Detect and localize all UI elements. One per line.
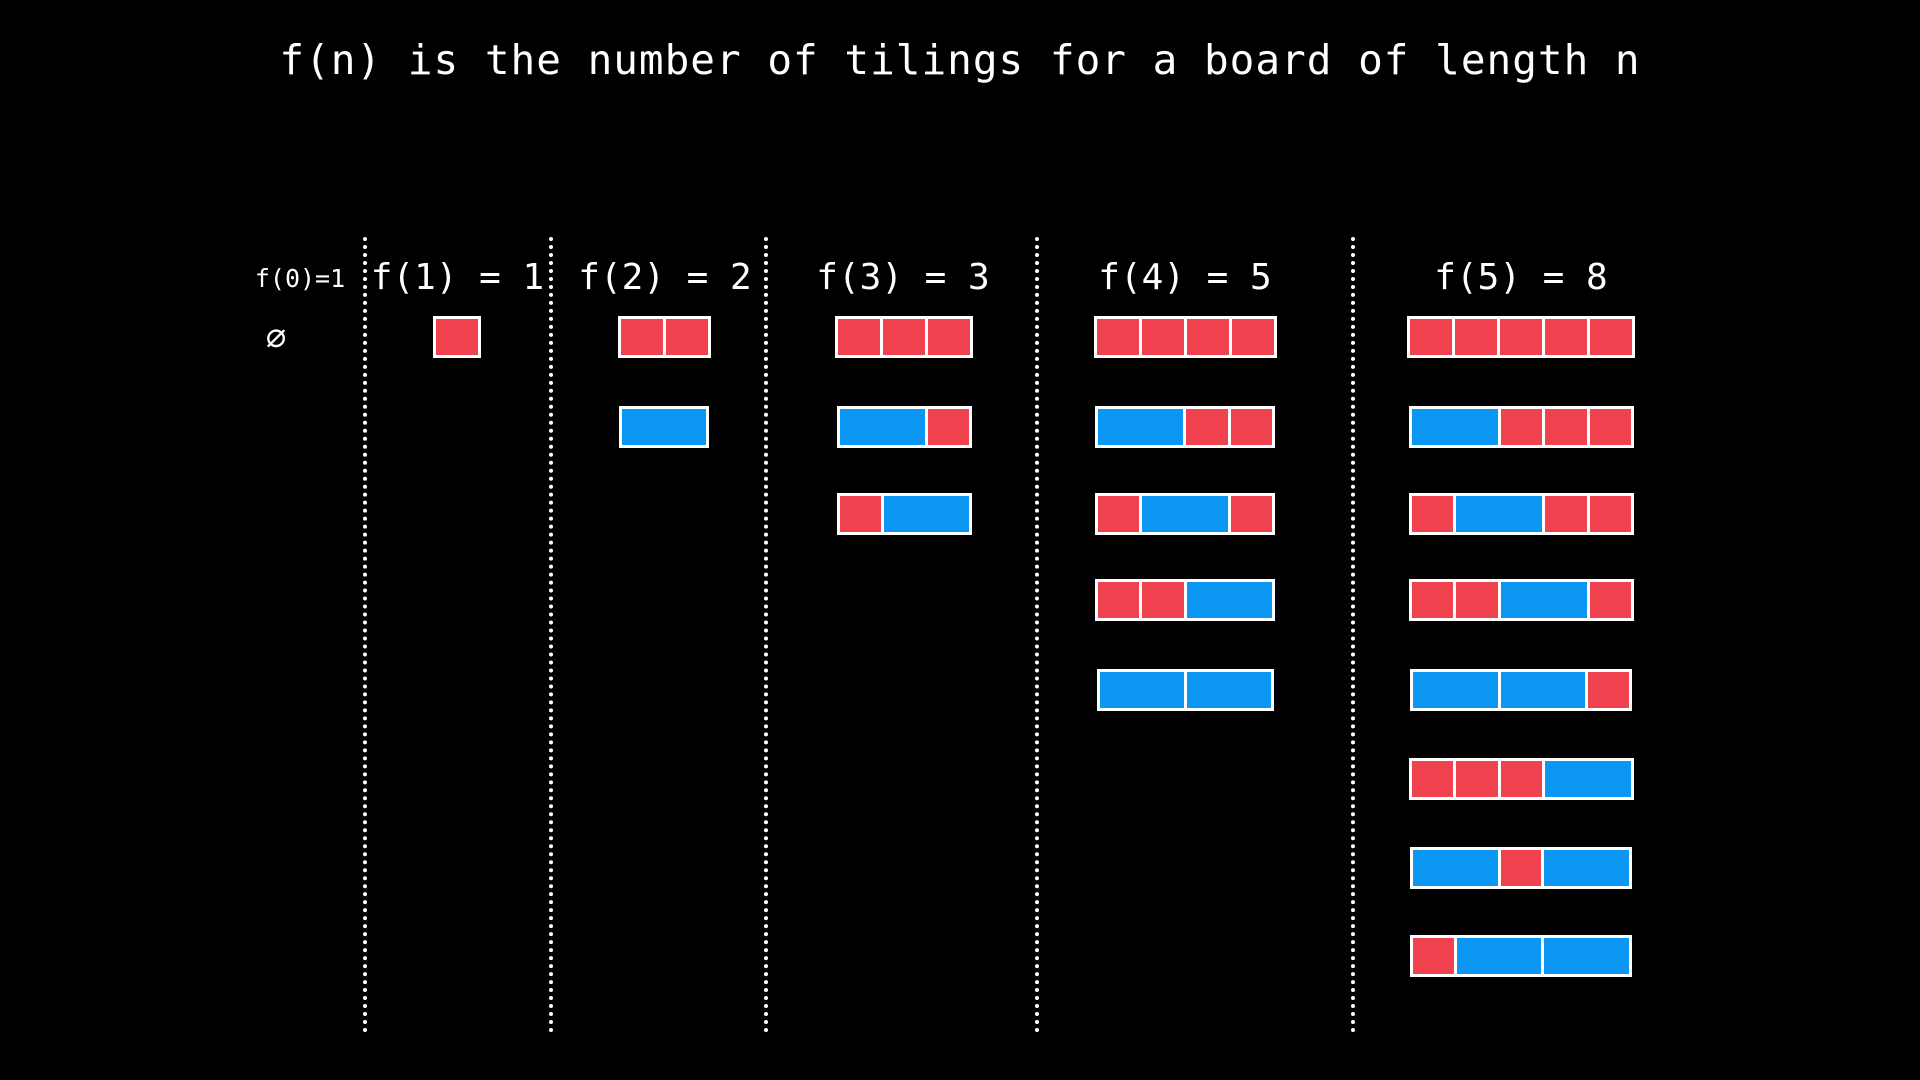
domino-tile [1544,938,1629,974]
domino-tile [1412,409,1498,445]
square-tile [1098,496,1140,532]
tiling-f3-row-3 [837,493,972,535]
domino-tile [1413,672,1498,708]
square-tile [1545,319,1587,355]
tiling-f5-row-3 [1409,493,1634,535]
square-tile [621,319,663,355]
tiling-f1-row-1 [433,316,481,358]
domino-tile [622,409,706,445]
domino-tile [1187,672,1271,708]
square-tile [1098,582,1140,618]
domino-tile [1098,409,1184,445]
tiling-f4-row-2 [1095,406,1275,448]
column-label-f0: f(0)=1 [254,264,346,293]
domino-tile [1413,850,1498,886]
square-tile [1142,319,1184,355]
column-divider [1035,237,1039,1033]
square-tile [1097,319,1139,355]
square-tile [1230,409,1272,445]
domino-tile [1186,582,1272,618]
column-label-f3: f(3) = 3 [816,257,990,298]
domino-tile [1500,672,1586,708]
square-tile [1589,409,1631,445]
column-divider [549,237,553,1033]
square-tile [838,319,880,355]
domino-tile [1500,582,1587,618]
square-tile [1589,582,1631,618]
tiling-f4-row-5 [1097,669,1274,711]
column-label-f1: f(1) = 1 [370,257,545,298]
tiling-f5-row-4 [1409,579,1634,621]
tiling-f5-row-6 [1409,758,1634,800]
column-label-f4: f(4) = 5 [1098,257,1272,298]
empty-tiling-symbol: ∅ [265,318,287,358]
domino-tile [1544,850,1629,886]
diagram-title: f(n) is the number of tilings for a boar… [279,36,1641,84]
tiling-f4-row-3 [1095,493,1275,535]
square-tile [1588,672,1629,708]
column-label-f2: f(2) = 2 [578,257,752,298]
column-divider [764,237,768,1033]
square-tile [840,496,882,532]
square-tile [1500,319,1542,355]
square-tile [1413,938,1454,974]
square-tile [1410,319,1452,355]
square-tile [1412,582,1454,618]
square-tile [927,409,969,445]
square-tile [1500,761,1543,797]
domino-tile [1142,496,1228,532]
domino-tile [1456,938,1542,974]
square-tile [1456,582,1498,618]
column-divider [1351,237,1355,1033]
tiling-f2-row-2 [619,406,709,448]
tiling-f2-row-1 [618,316,711,358]
tiling-f5-row-8 [1410,935,1632,977]
tiling-f5-row-2 [1409,406,1634,448]
domino-tile [1456,496,1543,532]
square-tile [1455,319,1497,355]
tiling-f3-row-1 [835,316,973,358]
square-tile [1545,496,1587,532]
tiling-f5-row-7 [1410,847,1632,889]
square-tile [1142,582,1184,618]
tiling-f4-row-4 [1095,579,1275,621]
square-tile [1187,319,1229,355]
square-tile [1500,850,1542,886]
square-tile [1589,496,1631,532]
domino-tile [1100,672,1184,708]
square-tile [1186,409,1228,445]
square-tile [1500,409,1543,445]
square-tile [1545,409,1587,445]
square-tile [1590,319,1632,355]
square-tile [1456,761,1498,797]
square-tile [436,319,478,355]
tiling-f5-row-1 [1407,316,1635,358]
tiling-f3-row-2 [837,406,972,448]
column-divider [363,237,367,1033]
square-tile [1412,496,1454,532]
tiling-f4-row-1 [1094,316,1277,358]
domino-tile [840,409,925,445]
domino-tile [884,496,969,532]
square-tile [1232,319,1274,355]
square-tile [883,319,925,355]
domino-tile [1545,761,1631,797]
square-tile [666,319,708,355]
square-tile [1412,761,1454,797]
square-tile [928,319,970,355]
tiling-f5-row-5 [1410,669,1632,711]
square-tile [1230,496,1272,532]
column-label-f5: f(5) = 8 [1434,257,1608,298]
